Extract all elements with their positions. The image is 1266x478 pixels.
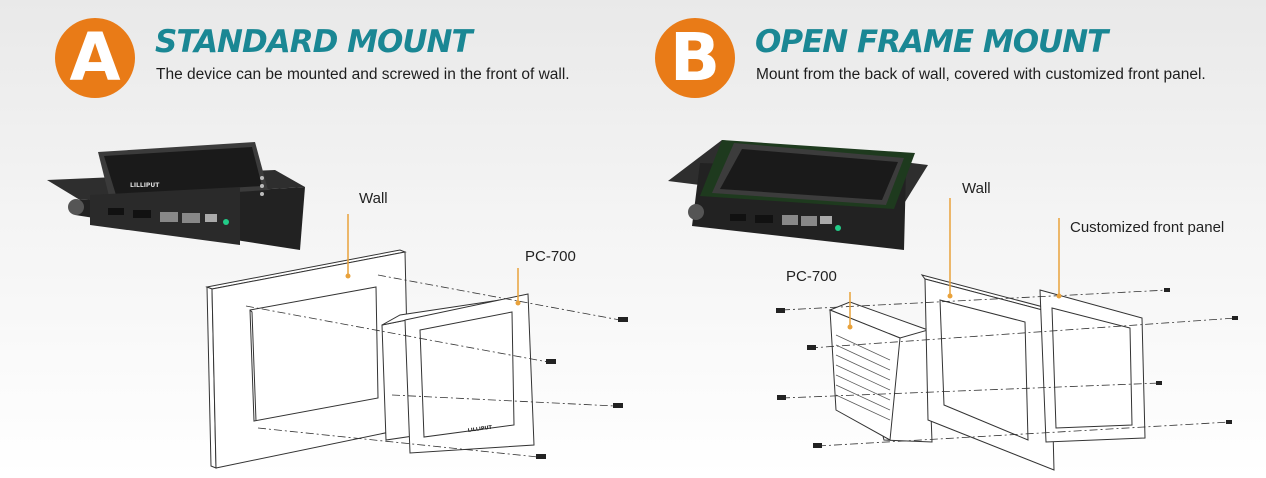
section-a-subtitle: The device can be mounted and screwed in…: [156, 66, 570, 83]
section-a-badge: A: [55, 18, 135, 98]
label-pc700-a: PC-700: [525, 248, 576, 265]
svg-text:LILLIPUT: LILLIPUT: [467, 425, 493, 434]
wall-frame-b: [920, 274, 1055, 471]
label-wall-b: Wall: [962, 180, 991, 197]
section-b-title: OPEN FRAME MOUNT: [755, 24, 1108, 60]
section-a-title: STANDARD MOUNT: [155, 24, 473, 60]
pc700-device-b: [828, 301, 933, 443]
device-photo-b: [668, 140, 928, 250]
screw-lines-a: [245, 274, 621, 458]
callout-lines-a: [347, 214, 519, 303]
callout-lines-b: [849, 198, 1060, 327]
screw-lines-b: [781, 289, 1237, 447]
pc700-device-a: LILLIPUT: [381, 293, 535, 454]
screws-a: [536, 317, 628, 459]
label-pc700-b: PC-700: [786, 268, 837, 285]
device-brand-text: LILLIPUT: [130, 182, 160, 189]
label-front-panel-b: Customized front panel: [1070, 219, 1225, 236]
section-b-badge: B: [655, 18, 735, 98]
label-wall-a: Wall: [359, 190, 388, 207]
screws-b: [776, 288, 1238, 448]
device-photo-a: LILLIPUT: [47, 142, 305, 250]
front-panel-b: [1039, 289, 1146, 443]
wall-frame-a: [205, 249, 410, 469]
section-b-subtitle: Mount from the back of wall, covered wit…: [756, 66, 1206, 83]
